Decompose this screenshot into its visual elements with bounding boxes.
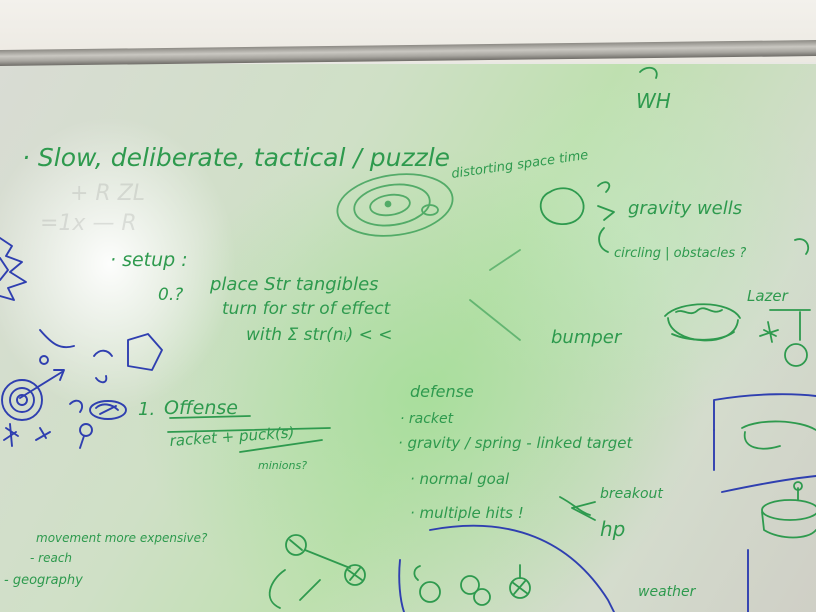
goal-sketch [268, 534, 366, 609]
blue-bracket [721, 475, 816, 493]
blue-arc [429, 524, 615, 612]
bumper-sketch [664, 303, 741, 342]
lazer-sketch [759, 309, 811, 367]
note-zero-question: 0.? [158, 285, 183, 305]
note-bumper: bumper [551, 327, 623, 348]
note-offense: Offense [164, 397, 238, 419]
note-circling-obstacles: circling | obstacles ? [614, 246, 746, 261]
connector-line [469, 299, 521, 341]
note-slow-deliberate: · Slow, deliberate, tactical / puzzle [22, 143, 450, 172]
note-movement: movement more expensive? [36, 531, 208, 545]
note-setup: · setup : [110, 249, 188, 271]
note-weather: weather [638, 584, 697, 600]
breakout-bracket [559, 496, 591, 516]
note-offense-number: 1. [138, 399, 155, 420]
right-panel-sketch [741, 420, 816, 539]
note-distortion: distorting space time [450, 148, 589, 182]
hits-sketch [413, 564, 531, 606]
offense-underline [167, 427, 331, 433]
swirl-sketch [3, 399, 127, 449]
note-normal-goal: · normal goal [410, 470, 510, 488]
note-minions: minions? [258, 459, 307, 472]
connector-line [489, 249, 521, 271]
target-sketch [1, 329, 75, 421]
breakout-bracket [571, 501, 596, 521]
note-gravity-wells: gravity wells [628, 198, 742, 219]
erased-ghost-text: =1x — R [40, 211, 137, 236]
corner-scribble [639, 66, 658, 79]
note-breakout: breakout [600, 486, 663, 502]
blue-arc [398, 559, 405, 612]
blue-bracket [713, 393, 816, 431]
initials-text: WH [636, 89, 671, 113]
note-racket: · racket [400, 411, 454, 427]
pentagon-sketch [93, 333, 163, 384]
note-defense: defense [410, 382, 474, 401]
erased-ghost-text: + R ZL [70, 181, 145, 206]
distortion-rings-sketch [336, 173, 454, 237]
note-turn: turn for str of effect [222, 299, 392, 319]
corner-scribble [794, 238, 810, 255]
burst-sketch [0, 237, 27, 301]
note-with-sum: with Σ str(nᵢ) < < [246, 325, 393, 345]
offense-underline [169, 415, 251, 419]
offense-underline [239, 439, 323, 453]
note-reach: - reach [30, 551, 72, 565]
note-lazer: Lazer [747, 287, 789, 305]
gravity-well-sketch [539, 181, 615, 253]
note-geography: - geography [4, 573, 83, 588]
note-multiple-hits: · multiple hits ! [410, 504, 524, 522]
note-gravity-spring: · gravity / spring - linked target [398, 434, 633, 452]
note-place: place Str tangibles [209, 274, 379, 295]
note-hp: hp [600, 517, 625, 541]
